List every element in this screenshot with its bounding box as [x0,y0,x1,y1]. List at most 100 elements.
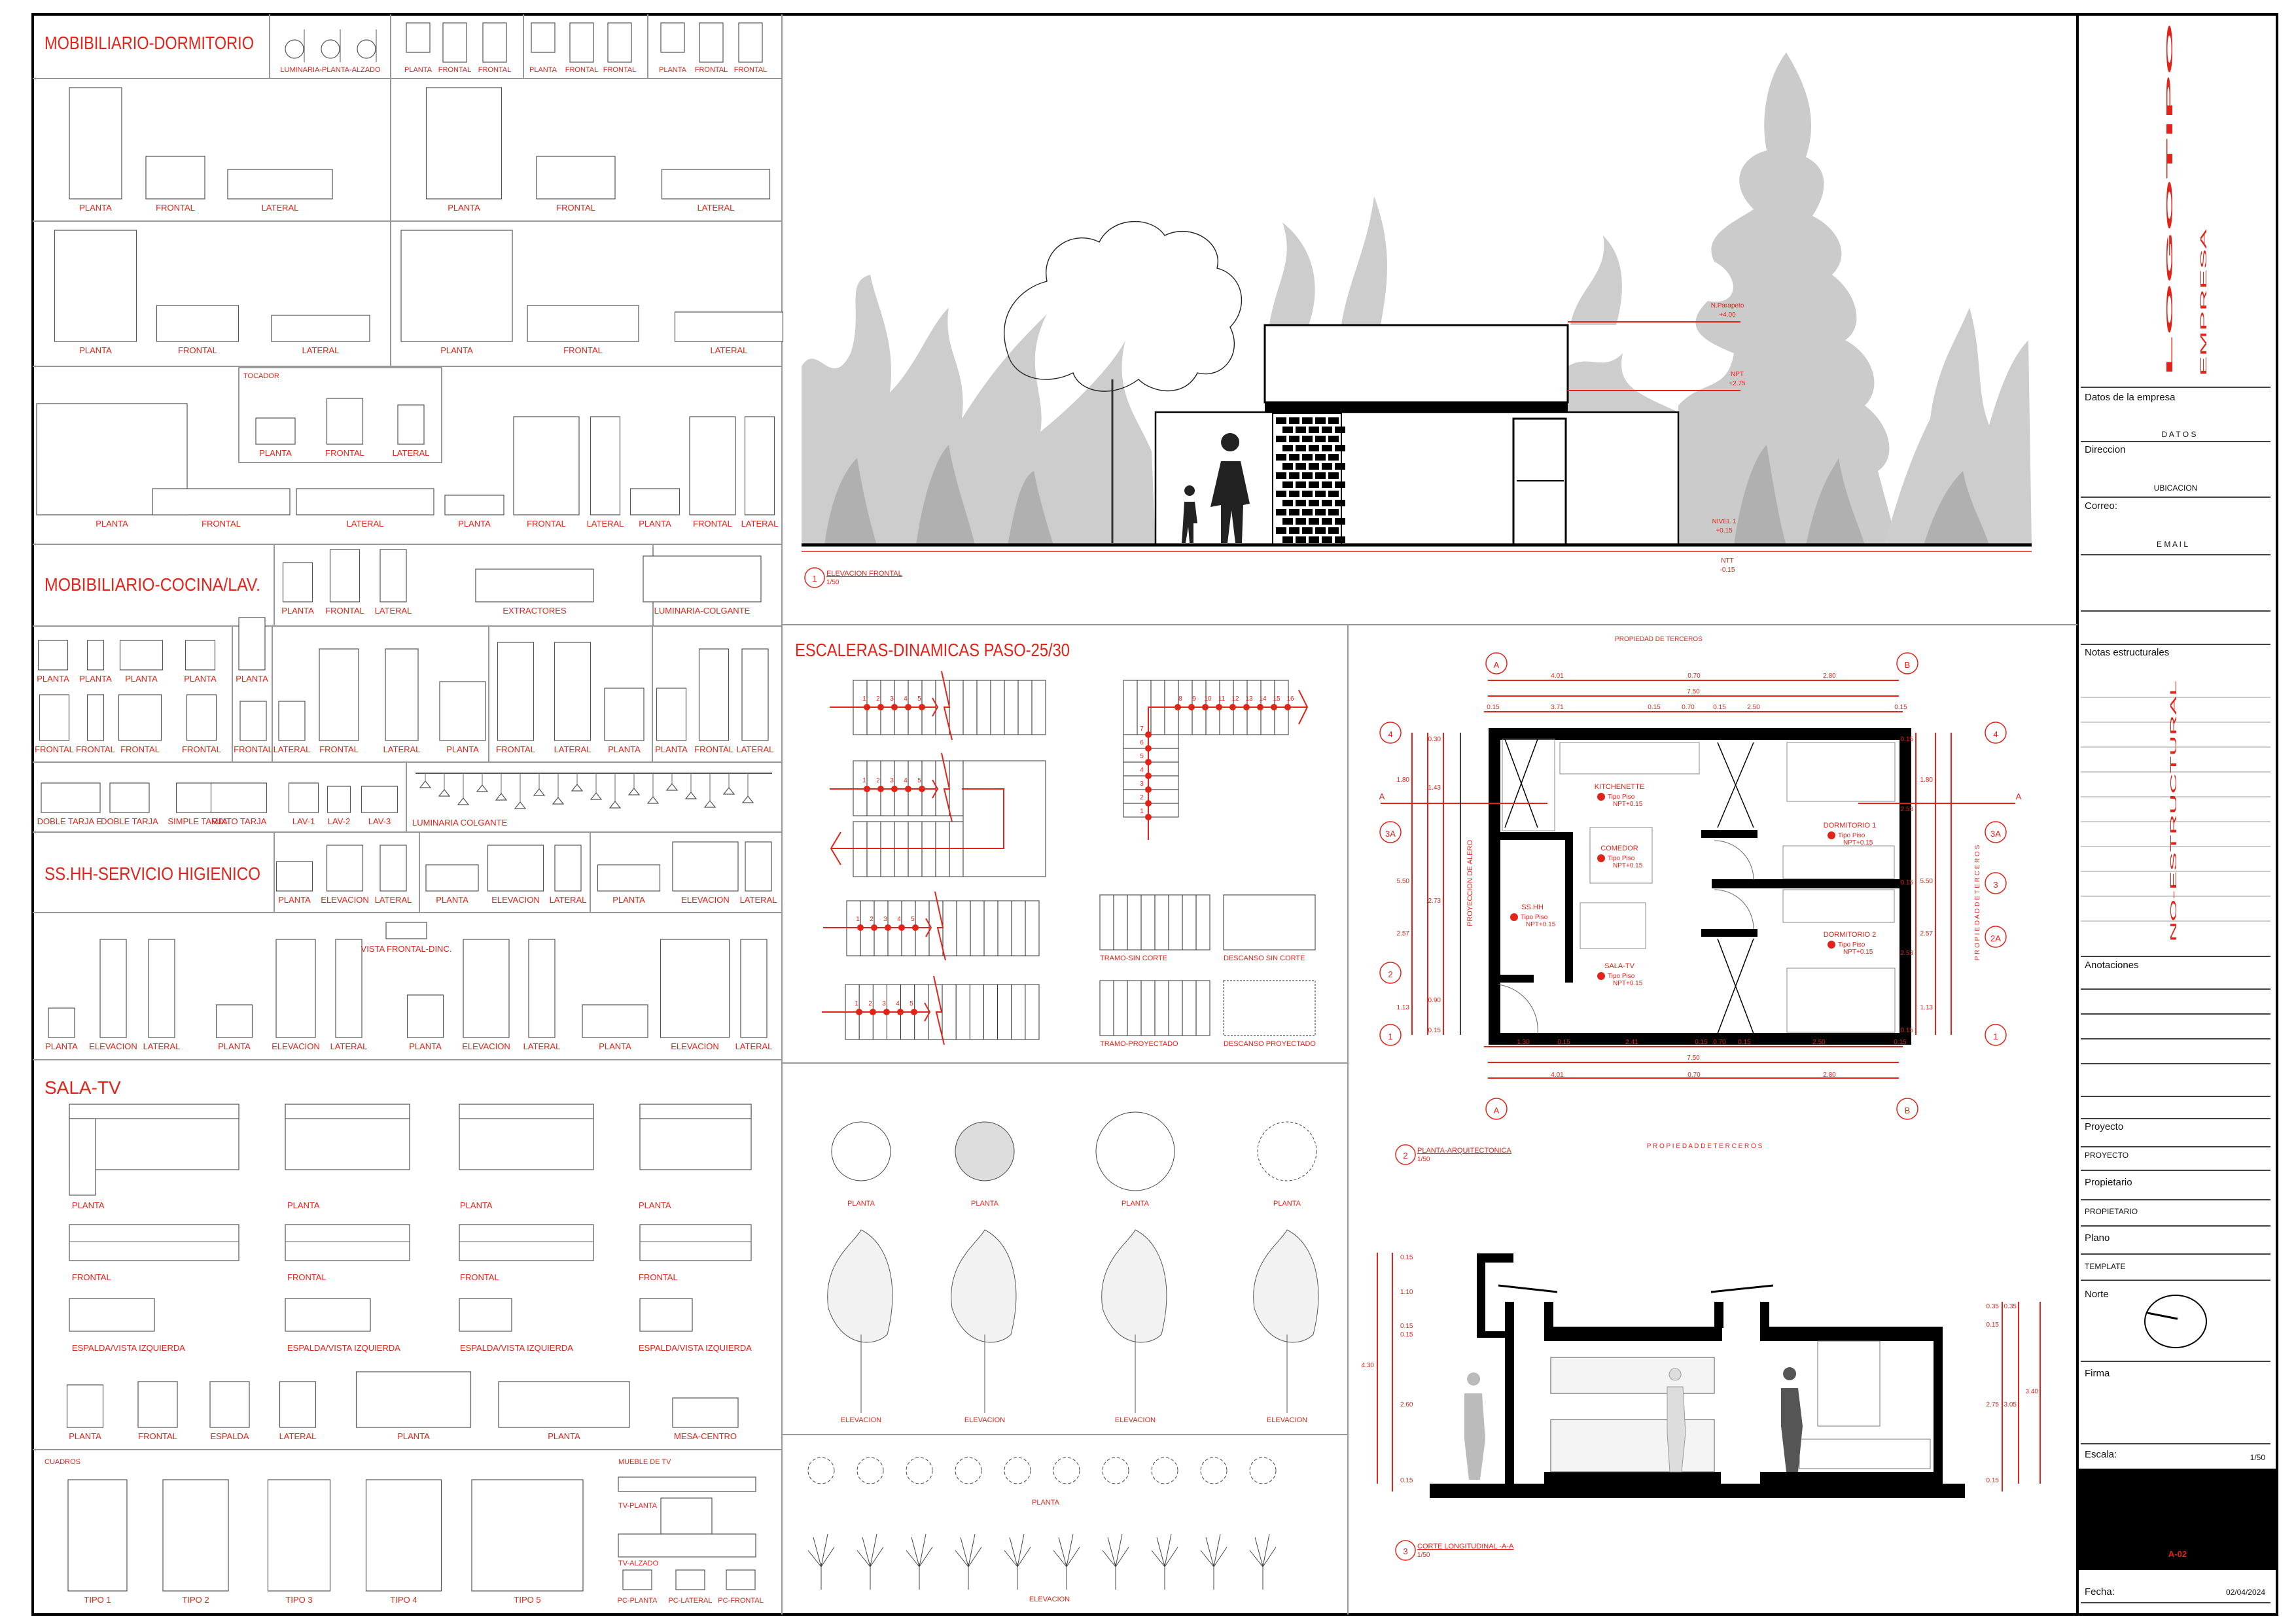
step-marker [1145,759,1152,765]
step-number: 12 [1231,695,1239,703]
dimension: 0.15 [1987,1477,2000,1484]
furniture-symbol [406,994,444,1038]
symbol-label: LATERAL [302,345,340,355]
room-floor: Tipo Piso [1838,941,1865,949]
furniture-symbol [536,156,616,200]
symbol-label: FRONTAL [527,519,566,529]
brick [1282,427,1293,433]
break-line [941,671,953,741]
pc-symbol [675,1569,705,1590]
symbol-label: PLANTA [96,519,128,529]
vegetation-silhouette [802,275,1156,545]
dimension: 0.15 [1901,1027,1914,1034]
symbol-label: LATERAL [740,895,777,905]
symbol-label: DOBLE TARJA E. [37,816,105,826]
step-number: 1 [862,777,866,784]
furniture-symbol [527,305,639,342]
plant-elevation-icon [1004,1533,1031,1590]
brick [1289,436,1299,442]
step-number: 4 [897,916,901,923]
symbol-label: PLANTA [659,66,687,74]
level-marker-icon [1597,793,1605,801]
pendant-lamp-icon [476,784,489,792]
symbol-label: FRONTAL [325,448,364,458]
brick [1335,500,1345,506]
sink-symbol [385,922,427,939]
plant-elevation-icon [1102,1533,1129,1590]
dimension: 0.70 [1687,1072,1701,1079]
grid-label: B [1905,1106,1911,1115]
symbol-label: LATERAL [330,1041,368,1051]
grid-bubble [1485,652,1508,674]
symbol-label: PLANTA [72,1200,105,1210]
brick [1276,472,1286,479]
brick [1282,536,1293,543]
sofa-front-symbol [69,1224,239,1261]
dimension: 0.15 [1400,1331,1413,1338]
dimension: 5.50 [1920,878,1934,885]
step-number: 4 [904,695,908,703]
painting-label: TIPO 3 [285,1595,312,1605]
plant-plan-icon [1053,1457,1080,1484]
lamp-symbol [357,39,376,59]
view-number-bubble [1395,1540,1416,1561]
furniture-symbol [148,939,175,1038]
furniture-symbol [282,562,313,602]
dimension: 0.35 [1987,1303,2000,1310]
section-title-sala-tv: SALA-TV [44,1077,121,1098]
symbol-label: ELEVACION [272,1041,319,1051]
pendant-lamp-icon [438,789,451,797]
symbol-label: PLANTA [971,1200,999,1208]
brick [1289,454,1299,461]
brick [1315,509,1326,515]
grid-label: 1 [1993,1032,1998,1041]
step-number: 2 [876,695,880,703]
brick [1328,472,1339,479]
title-block-date-value: 02/04/2024 [2226,1588,2265,1597]
symbol-label: FRONTAL [694,744,733,754]
symbol-label: FRONTAL [178,345,217,355]
brick [1282,463,1293,470]
furniture-symbol [67,1479,128,1592]
furniture-symbol [239,701,267,741]
symbol-label: PLANTA [460,1200,493,1210]
title-block-owner-value: PROPIETARIO [2085,1207,2138,1216]
room-level: NPT+0.15 [1526,921,1556,928]
symbol-label: FRONTAL [287,1272,327,1282]
step-number: 14 [1259,695,1267,703]
view-title: ELEVACION FRONTAL [826,570,902,578]
level-value: +4.00 [1719,311,1736,319]
step-marker [912,924,919,931]
step-marker [891,786,898,792]
grid-label: 1 [1388,1032,1392,1041]
step-marker [898,924,905,931]
furniture-symbol [554,642,592,741]
dimension: 0.15 [1987,1321,2000,1329]
dimension: 0.15 [1894,1039,1907,1046]
step-marker [877,704,884,710]
brick [1309,518,1319,525]
step-marker [919,704,925,710]
plant-elevation-icon [807,1533,835,1590]
stair-legend-symbol [1223,894,1316,951]
plant-plan-icon [1200,1457,1227,1484]
step-marker [905,786,911,792]
painting-label: TIPO 4 [390,1595,417,1605]
furniture-symbol [672,1397,739,1428]
brick [1289,509,1299,515]
symbol-label: MESA-CENTRO [674,1431,737,1441]
dimension: 0.15 [1557,1039,1570,1046]
grid-bubble [1485,1098,1508,1120]
symbol-label: EXTRACTORES [503,606,567,616]
symbol-label: PLANTA [548,1431,580,1441]
dimension: 2.50 [1747,704,1760,711]
view-scale: 1/50 [1417,1552,1430,1559]
grid-label: A [1494,660,1500,670]
stair-legend-label: TRAMO-PROYECTADO [1100,1040,1178,1048]
painting-label: TIPO 5 [514,1595,540,1605]
eave-label: PROYECCION DE ALERO [1466,840,1474,926]
brick [1296,518,1306,525]
symbol-label: FRONTAL [460,1272,499,1282]
furniture-symbol [238,617,266,671]
pendant-lamp-icon [514,801,527,809]
